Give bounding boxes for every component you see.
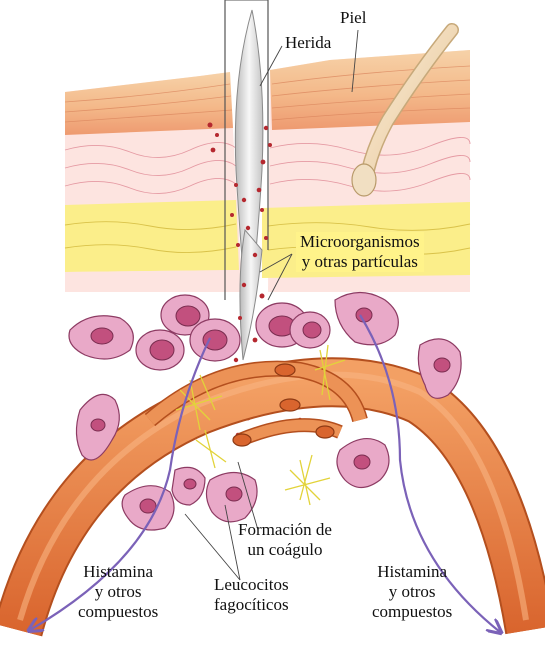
skin-layers-left [65, 72, 242, 292]
leukocyte-cell [335, 293, 398, 345]
label-histamine-left: Histamina y otros compuestos [78, 562, 158, 622]
leukocyte-cell [206, 473, 257, 522]
label-leukocytes: Leucocitos fagocíticos [214, 575, 289, 615]
leukocyte-cell [172, 467, 205, 505]
leukocyte-cell [190, 319, 240, 361]
label-microorganisms: Microorganismos y otras partículas [296, 232, 424, 272]
leukocyte-cell [69, 316, 133, 359]
leukocyte-cell [337, 439, 389, 488]
label-clot: Formación de un coágulo [238, 520, 332, 560]
label-skin: Piel [340, 8, 366, 28]
leukocyte-cell [290, 312, 330, 348]
label-histamine-right: Histamina y otros compuestos [372, 562, 452, 622]
leukocyte-cell [136, 330, 184, 370]
label-wound: Herida [285, 33, 331, 53]
